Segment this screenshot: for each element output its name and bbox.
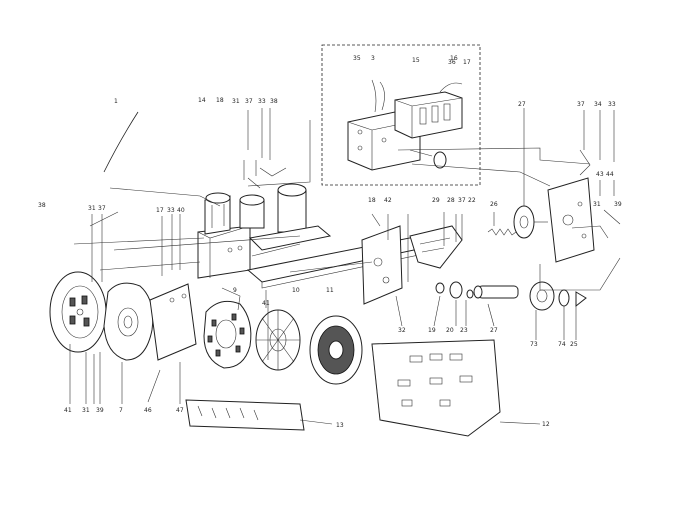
- callout-label: 44: [606, 171, 614, 178]
- callout-label: 31: [232, 98, 240, 105]
- callout-label: 31: [88, 205, 96, 212]
- callout-label: 43: [596, 171, 604, 178]
- callout-label: 33: [608, 101, 616, 108]
- callout-label: 18: [216, 97, 224, 104]
- callout-label: 7: [119, 407, 123, 414]
- gear-9: [203, 300, 252, 369]
- callout-label: 17: [463, 59, 471, 66]
- callout-label: 41: [262, 300, 270, 307]
- callout-label: 23: [460, 327, 468, 334]
- callout-label: 37: [577, 101, 585, 108]
- panel-47: [149, 283, 197, 361]
- callout-label: 11: [326, 287, 334, 294]
- callout-label: 20: [446, 327, 454, 334]
- callout-label: 46: [144, 407, 152, 414]
- callout-label: 39: [96, 407, 104, 414]
- callout-label: 14: [198, 97, 206, 104]
- callout-label: 33: [167, 207, 175, 214]
- callout-label: 31: [82, 407, 90, 414]
- callout-label: 42: [384, 197, 392, 204]
- callout-label: 37: [98, 205, 106, 212]
- coil-spring: [487, 228, 517, 236]
- callout-label: 36: [448, 59, 456, 66]
- callout-label: 33: [258, 98, 266, 105]
- callout-label: 40: [177, 207, 185, 214]
- callout-label: 37: [458, 197, 466, 204]
- callout-label: 16: [450, 55, 458, 62]
- callout-label: 39: [614, 201, 622, 208]
- callout-label: 31: [593, 201, 601, 208]
- callout-label: 38: [270, 98, 278, 105]
- strip-13: [185, 399, 305, 431]
- drum-wheel: [513, 205, 548, 239]
- callout-label: 13: [336, 422, 344, 429]
- callout-label: 37: [245, 98, 253, 105]
- callout-label: 12: [542, 421, 550, 428]
- callout-label: 18: [368, 197, 376, 204]
- callout-label: 3: [371, 55, 375, 62]
- callout-label: 47: [176, 407, 184, 414]
- inset-control-block: [347, 79, 463, 171]
- callout-label: 38: [38, 202, 46, 209]
- callout-label: 34: [594, 101, 602, 108]
- callout-label: 25: [570, 341, 578, 348]
- callout-label: 15: [412, 57, 420, 64]
- callout-label: 19: [428, 327, 436, 334]
- callout-label: 27: [490, 327, 498, 334]
- shaft-assembly: [289, 261, 587, 311]
- callout-label: 74: [558, 341, 566, 348]
- callout-label: 26: [490, 201, 498, 208]
- callout-label: 32: [398, 327, 406, 334]
- callout-label: 35: [353, 55, 361, 62]
- callout-label: 73: [530, 341, 538, 348]
- motor-bracket-assembly: [197, 183, 332, 279]
- callout-label: 27: [518, 101, 526, 108]
- callout-label: 29: [432, 197, 440, 204]
- leader-lines: [69, 108, 621, 425]
- inset-dashed-box: [321, 44, 481, 186]
- callout-label: 10: [292, 287, 300, 294]
- wheel-11: [309, 315, 363, 385]
- gear-plate-7: [103, 282, 154, 361]
- callout-label: 9: [233, 287, 237, 294]
- callout-label: 41: [64, 407, 72, 414]
- callout-labels: 1 35 3 15 16 36 17 27 37 34 33 14 18 31 …: [38, 55, 622, 429]
- housing-12: [371, 339, 501, 437]
- wheel-10: [255, 309, 301, 371]
- front-cover-disc: [49, 271, 107, 353]
- cable-1: [103, 111, 139, 173]
- right-bracket: [547, 149, 609, 263]
- callout-label: 17: [156, 207, 164, 214]
- side-frame-bracket: [361, 225, 463, 305]
- callout-label: 28: [447, 197, 455, 204]
- callout-label: 22: [468, 197, 476, 204]
- callout-label: 1: [114, 98, 118, 105]
